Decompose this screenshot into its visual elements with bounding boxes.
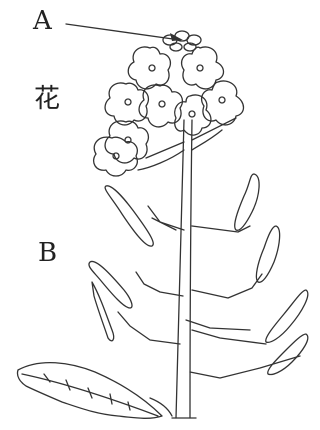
main-stem [172, 120, 196, 418]
flower-cluster [94, 31, 244, 176]
pointer-arrow [66, 24, 183, 41]
label-a: A [33, 8, 52, 34]
label-b: B [38, 240, 57, 266]
basal-leaf [17, 363, 172, 419]
seed-pods [89, 174, 308, 378]
label-flower: 花 [34, 86, 60, 112]
